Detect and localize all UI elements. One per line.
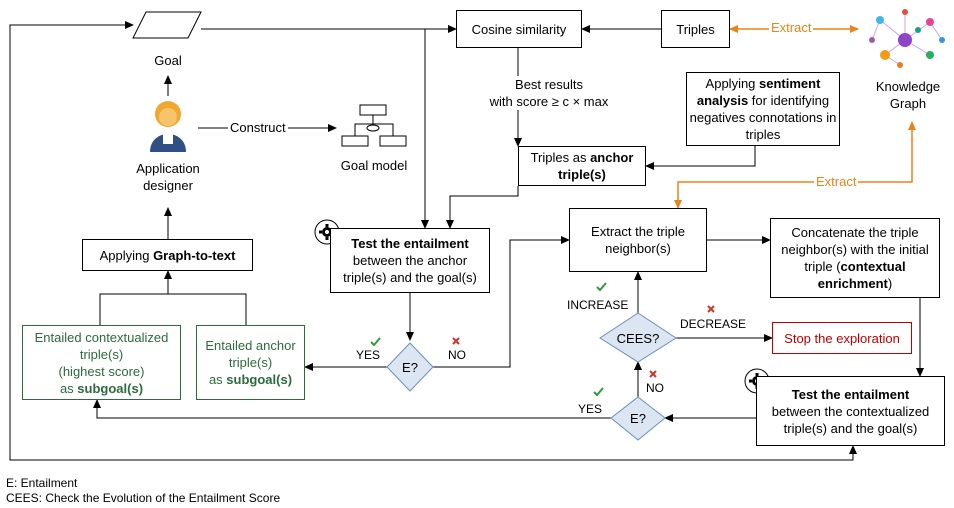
decrease-label: DECREASE (680, 317, 747, 331)
stop-exploration-box: Stop the exploration (772, 322, 912, 354)
yes-label-2: YES (578, 402, 603, 416)
goal-shape (132, 11, 202, 39)
no-label-2: NO (646, 381, 664, 395)
goal-label: Goal (154, 53, 182, 68)
decision-e2-shape (610, 396, 666, 441)
check-icon (593, 387, 604, 397)
legend: E: Entailment CEES: Check the Evolution … (6, 476, 280, 506)
arrow-sentiment-anchor (645, 146, 756, 170)
legend-cees: CEES: Check the Evolution of the Entailm… (6, 491, 281, 505)
test-entailment-anchor-box: Test the entailment between the anchor t… (330, 228, 490, 293)
decision-e2-label: E? (630, 411, 646, 426)
arrow-e2-yes (93, 399, 611, 419)
concatenate-box: Concatenate the triple neighbor(s) with … (770, 218, 940, 298)
cross-icon (707, 305, 715, 313)
knowledge-graph-icon (869, 9, 945, 68)
entailed-contextualized-box: Entailed contextualized triple(s) (highe… (22, 325, 181, 400)
yes-label-1: YES (356, 348, 381, 362)
cross-icon (452, 337, 460, 345)
sentiment-box: Applying sentiment analysis for identify… (686, 72, 840, 146)
knowledge-graph-label: Knowledge Graph (875, 79, 941, 111)
entailed-anchor-box: Entailed anchor triple(s) as subgoal(s) (196, 325, 305, 400)
arrow-anchor-test1 (446, 186, 519, 229)
arrow-e1-no (433, 236, 570, 368)
extract-neighbor-box: Extract the triple neighbor(s) (569, 208, 707, 272)
check-icon (370, 337, 381, 347)
cosine-similarity-box: Cosine similarity (456, 10, 582, 48)
best-results-label: Best results with score ≥ c × max (472, 76, 626, 110)
graph-to-text-box: Applying Graph-to-text (82, 239, 253, 271)
goal-model-label: Goal model (340, 158, 408, 173)
increase-label: INCREASE (567, 298, 629, 312)
decision-e1-label: E? (402, 360, 418, 375)
arrow-kg-extract (674, 121, 916, 209)
decision-e1-shape (386, 342, 434, 392)
anchor-triples-box: Triples as anchor triple(s) (518, 146, 646, 186)
extract-label-mid: Extract (814, 174, 859, 189)
extract-label-top: Extract (769, 20, 814, 35)
triples-box: Triples (661, 10, 730, 48)
cross-icon (649, 370, 657, 378)
user-icon (150, 101, 186, 152)
construct-label: Construct (228, 119, 288, 136)
check-icon (596, 282, 607, 292)
goal-model-icon (341, 104, 407, 147)
arrow-entailed-gtt (99, 293, 247, 325)
decision-cees-shape (599, 312, 677, 363)
legend-entailment: E: Entailment (6, 476, 78, 490)
decision-cees-label: CEES? (616, 331, 660, 346)
no-label-1: NO (448, 348, 466, 362)
designer-label: Application designer (136, 161, 200, 193)
test-entailment-context-box: Test the entailment between the contextu… (756, 376, 945, 446)
